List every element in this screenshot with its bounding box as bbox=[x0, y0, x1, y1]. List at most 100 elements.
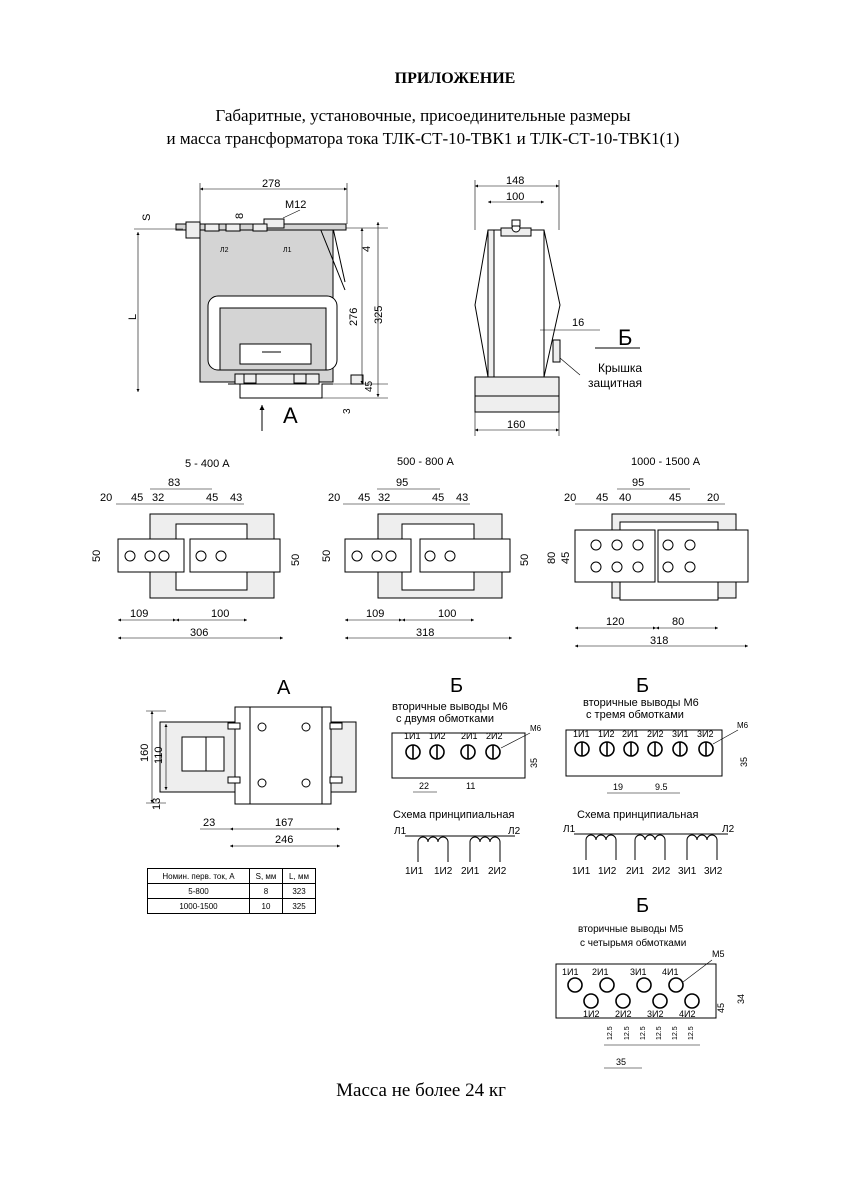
terminals-two-caption-2: с двумя обмотками bbox=[396, 713, 494, 725]
table-cell: 323 bbox=[282, 883, 316, 899]
table-header: S, мм bbox=[249, 868, 283, 884]
side-view: 148 100 16 Б Крышка защитная 160 bbox=[474, 175, 642, 436]
dim-8: 8 bbox=[234, 213, 246, 219]
dim-278: 278 bbox=[262, 178, 280, 190]
subtitle-line-1: Габаритные, установочные, присоединитель… bbox=[215, 106, 631, 125]
bv1-dim-1: 45 bbox=[131, 492, 143, 504]
terminals-four-title: Б bbox=[636, 895, 649, 917]
terminals-four-windings: Б вторичные выводы М5 с четырьмя обмотка… bbox=[555, 895, 746, 1069]
t2-label-3: 2И2 bbox=[486, 731, 502, 741]
view-a-dim-167: 167 bbox=[275, 817, 293, 829]
dim-160: 160 bbox=[507, 419, 525, 431]
thread-m12: M12 bbox=[285, 199, 306, 211]
table-row: 1000-1500 10 325 bbox=[147, 898, 316, 914]
t3-scheme-1: 1И2 bbox=[598, 866, 617, 877]
dim-45: 45 bbox=[364, 380, 375, 392]
cover-label-2: защитная bbox=[588, 376, 642, 390]
terminals-two-title: Б bbox=[450, 675, 463, 697]
t4-dim-35: 35 bbox=[616, 1057, 626, 1067]
table-header: Номин. перв. ток, А bbox=[147, 868, 250, 884]
t3-scheme-title: Схема принципиальная bbox=[577, 809, 698, 821]
t2-scheme-1: 1И2 bbox=[434, 866, 453, 877]
dim-l: L bbox=[127, 314, 139, 320]
t3-dim-19: 19 bbox=[613, 782, 623, 792]
bv2-dim-3: 95 bbox=[396, 477, 408, 489]
bus-view-1-title: 5 - 400 А bbox=[185, 458, 230, 470]
terminals-three-windings: Б вторичные выводы М6 с тремя обмотками … bbox=[563, 675, 749, 877]
t2-label-0: 1И1 bbox=[404, 731, 420, 741]
t3-label-5: 3И2 bbox=[697, 729, 713, 739]
view-a-title: A bbox=[277, 677, 291, 699]
bv1-dim-2: 32 bbox=[152, 492, 164, 504]
bv3-dim-total: 318 bbox=[650, 635, 668, 647]
t4-dim-45: 45 bbox=[716, 1003, 726, 1013]
t3-scheme-3: 2И2 bbox=[652, 866, 671, 877]
dim-16: 16 bbox=[572, 317, 584, 329]
terminals-four-caption-1: вторичные выводы М5 bbox=[578, 924, 684, 935]
t3-label-3: 2И2 bbox=[647, 729, 663, 739]
bv2-dim-2: 32 bbox=[378, 492, 390, 504]
bv3-dim-2: 40 bbox=[619, 492, 631, 504]
t4-bottom-3: 4И2 bbox=[679, 1009, 695, 1019]
table-cell: 1000-1500 bbox=[147, 898, 250, 914]
mass-table: Номин. перв. ток, А S, мм L, мм 5-800 8 … bbox=[147, 868, 316, 914]
bv3-dim-left-outer: 80 bbox=[546, 552, 558, 564]
t4-pitch-2: 12.5 bbox=[640, 1026, 647, 1040]
view-b-label: Б bbox=[618, 325, 632, 350]
t4-pitch-3: 12.5 bbox=[656, 1026, 663, 1040]
subtitle-line-2: и масса трансформатора тока ТЛК-СТ-10-ТВ… bbox=[166, 129, 680, 148]
bv1-dim-bottom-0: 109 bbox=[130, 608, 148, 620]
t4-top-0: 1И1 bbox=[562, 967, 578, 977]
bus-view-1: 5 - 400 А 20 45 32 83 45 43 50 50 109 10… bbox=[91, 458, 302, 640]
terminals-four-caption-2: с четырьмя обмотками bbox=[580, 937, 686, 949]
bus-view-3-title: 1000 - 1500 А bbox=[631, 456, 701, 468]
bv1-dim-right: 50 bbox=[290, 554, 302, 566]
t4-pitch-5: 12.5 bbox=[688, 1026, 695, 1040]
view-a: A 160 110 13 23 167 246 bbox=[139, 677, 357, 848]
bv1-dim-3: 83 bbox=[168, 477, 180, 489]
view-a-dim-23: 23 bbox=[203, 817, 215, 829]
t3-dim-95: 9.5 bbox=[655, 782, 668, 792]
terminal-cover bbox=[239, 343, 312, 365]
terminals-two-caption-1: вторичные выводы М6 bbox=[392, 701, 508, 713]
t3-dim-35: 35 bbox=[739, 757, 749, 767]
table-cell: 325 bbox=[282, 898, 316, 914]
dim-4: 4 bbox=[361, 246, 373, 252]
bv2-dim-right: 50 bbox=[519, 554, 531, 566]
view-a-arrow-label: A bbox=[283, 403, 298, 428]
bv3-dim-left-inner: 45 bbox=[560, 552, 572, 564]
mass-note: Масса не более 24 кг bbox=[336, 1080, 506, 1101]
cover-label-1: Крышка bbox=[598, 361, 642, 375]
terminals-three-title: Б bbox=[636, 675, 649, 697]
bv1-dim-total: 306 bbox=[190, 627, 208, 639]
t2-scheme-title: Схема принципиальная bbox=[393, 809, 514, 821]
t3-scheme-2: 2И1 bbox=[626, 866, 645, 877]
bv1-dim-4: 45 bbox=[206, 492, 218, 504]
t4-thread: М5 bbox=[712, 949, 725, 959]
bv3-dim-1: 45 bbox=[596, 492, 608, 504]
t3-label-0: 1И1 bbox=[573, 729, 589, 739]
bus-view-2: 500 - 800 А 20 45 32 95 45 43 50 50 109 … bbox=[321, 456, 531, 640]
terminals-three-caption-2: с тремя обмотками bbox=[586, 709, 684, 721]
bv2-dim-bottom-0: 109 bbox=[366, 608, 384, 620]
t2-dim-35: 35 bbox=[529, 758, 539, 768]
terminal-l1-label: Л1 bbox=[283, 247, 292, 254]
bv2-dim-left: 50 bbox=[321, 550, 333, 562]
table-cell: 10 bbox=[249, 898, 283, 914]
t2-scheme-0: 1И1 bbox=[405, 866, 424, 877]
table-cell: 5-800 bbox=[147, 883, 250, 899]
t3-label-2: 2И1 bbox=[622, 729, 638, 739]
front-view: Л2 Л1 278 S 8 M12 L 4 276 325 45 3 A bbox=[127, 178, 388, 431]
view-a-dim-160: 160 bbox=[139, 744, 151, 762]
t4-bottom-0: 1И2 bbox=[583, 1009, 599, 1019]
t4-pitch-0: 12.5 bbox=[607, 1026, 614, 1040]
bus-view-3: 1000 - 1500 А 20 45 40 95 45 20 80 45 12… bbox=[546, 456, 749, 648]
page-heading: ПРИЛОЖЕНИЕ bbox=[394, 70, 516, 87]
dim-325: 325 bbox=[373, 306, 385, 324]
t2-dim-11: 11 bbox=[466, 781, 475, 791]
t3-scheme-4: 3И1 bbox=[678, 866, 697, 877]
t3-scheme-0: 1И1 bbox=[572, 866, 591, 877]
t3-scheme-5: 3И2 bbox=[704, 866, 723, 877]
page-subtitle: Габаритные, установочные, присоединитель… bbox=[0, 104, 842, 150]
t2-dim-22: 22 bbox=[419, 781, 429, 791]
